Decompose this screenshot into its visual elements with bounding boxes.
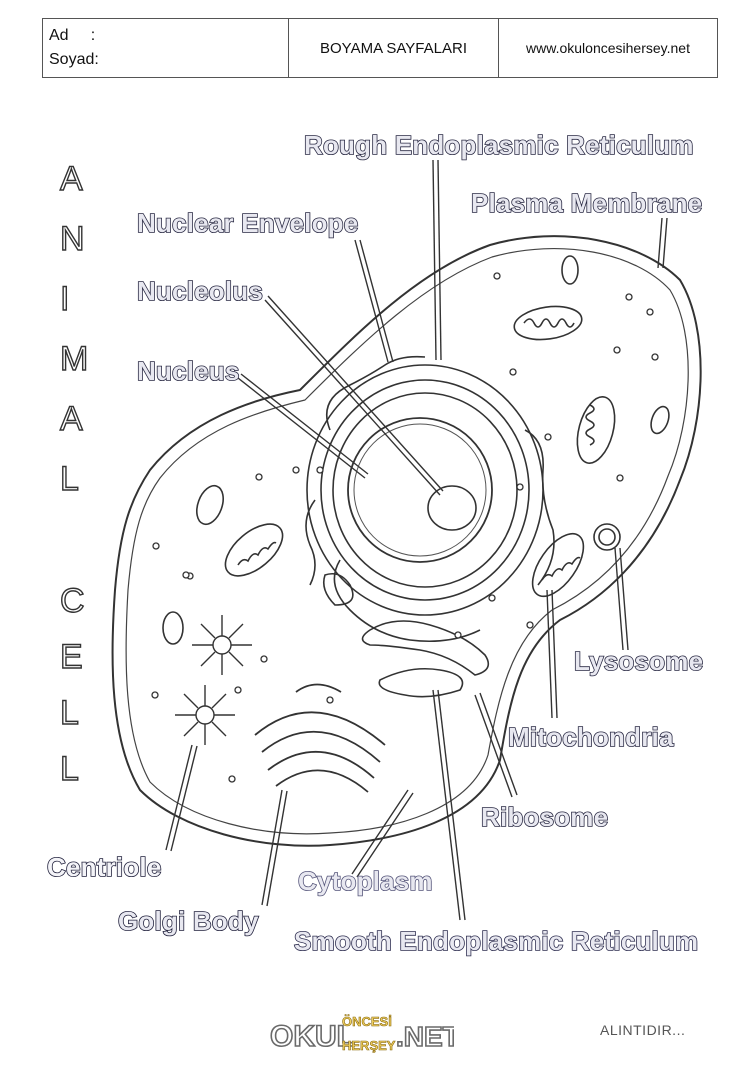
ribosome-dot bbox=[616, 474, 624, 482]
ribosome-dot bbox=[260, 655, 268, 663]
label-lysosome: Lysosome bbox=[574, 646, 703, 676]
lysosome-shape bbox=[593, 523, 621, 551]
ribosome-dot bbox=[228, 775, 236, 783]
ribosome-dot bbox=[516, 483, 524, 491]
site-url: www.okuloncesihersey.net bbox=[526, 40, 690, 56]
ribosome-dot bbox=[316, 466, 324, 474]
label-cytoplasm: Cytoplasm bbox=[298, 866, 433, 896]
side-letter: A bbox=[60, 160, 83, 198]
rough-er-shape bbox=[305, 355, 555, 643]
label-mitochondria: Mitochondria bbox=[508, 722, 674, 752]
label-nucleus: Nucleus bbox=[137, 356, 240, 386]
mitochondria-shapes bbox=[224, 305, 616, 598]
ribosome-dot bbox=[509, 368, 517, 376]
ribosome-dot bbox=[234, 686, 242, 694]
side-letter: E bbox=[60, 638, 83, 676]
logo-net: .NET bbox=[396, 1021, 454, 1052]
side-letter: N bbox=[60, 220, 85, 258]
plasma-membrane-shape bbox=[111, 235, 702, 847]
page-title: BOYAMA SAYFALARI bbox=[289, 19, 499, 77]
ribosome-dot bbox=[292, 466, 300, 474]
logo-oncesi: ÖNCESİ bbox=[342, 1014, 392, 1029]
ribosome-dot bbox=[326, 696, 334, 704]
name-fields: Ad : Soyad: bbox=[43, 19, 289, 77]
label-plasma-membrane: Plasma Membrane bbox=[471, 188, 702, 218]
label-smooth-er: Smooth Endoplasmic Reticulum bbox=[294, 926, 698, 956]
label-golgi-body: Golgi Body bbox=[118, 906, 259, 936]
smooth-er-shape bbox=[322, 572, 490, 698]
ribosome-dot bbox=[182, 571, 190, 579]
label-nucleolus: Nucleolus bbox=[137, 276, 263, 306]
side-letter: A bbox=[60, 400, 83, 438]
label-ribosome: Ribosome bbox=[481, 802, 608, 832]
label-rough-er: Rough Endoplasmic Reticulum bbox=[304, 130, 694, 160]
ribosome-dot bbox=[454, 631, 462, 639]
ribosome-dots bbox=[151, 272, 659, 783]
side-letter: I bbox=[60, 280, 69, 318]
source-note: ALINTIDIR... bbox=[600, 1022, 686, 1038]
ribosome-dot bbox=[613, 346, 621, 354]
ribosome-dot bbox=[625, 293, 633, 301]
leader-lines bbox=[165, 159, 668, 921]
ribosome-dot bbox=[646, 308, 654, 316]
centriole-shapes bbox=[175, 615, 252, 745]
name-label: Ad : bbox=[49, 27, 96, 44]
header-table: Ad : Soyad: BOYAMA SAYFALARI www.okulonc… bbox=[42, 18, 718, 78]
label-centriole: Centriole bbox=[47, 852, 161, 882]
ribosome-dot bbox=[544, 433, 552, 441]
site-logo: OKUL ÖNCESİ HERŞEY .NET bbox=[269, 1014, 454, 1054]
ribosome-dot bbox=[151, 691, 159, 699]
label-nuclear-envelope: Nuclear Envelope bbox=[137, 208, 358, 238]
logo-okul: OKUL bbox=[270, 1020, 355, 1053]
ribosome-dot bbox=[526, 621, 534, 629]
side-letter: L bbox=[60, 460, 79, 498]
golgi-body-shape bbox=[254, 683, 386, 793]
ribosome-dot bbox=[493, 272, 501, 280]
side-letter: M bbox=[60, 340, 88, 378]
logo-hersey: HERŞEY bbox=[342, 1038, 396, 1053]
nucleus-shape bbox=[347, 417, 493, 563]
ribosome-dot bbox=[255, 473, 263, 481]
side-letter: L bbox=[60, 750, 79, 788]
ribosome-dot bbox=[488, 594, 496, 602]
surname-label: Soyad: bbox=[49, 51, 99, 68]
nucleus-inner bbox=[353, 423, 487, 557]
nucleolus-shape bbox=[427, 485, 477, 531]
side-letter: C bbox=[60, 582, 85, 620]
vesicle-shapes bbox=[162, 255, 670, 645]
plasma-membrane-inner bbox=[125, 248, 689, 835]
ribosome-dot bbox=[651, 353, 659, 361]
ribosome-dot bbox=[152, 542, 160, 550]
side-letter: L bbox=[60, 694, 79, 732]
